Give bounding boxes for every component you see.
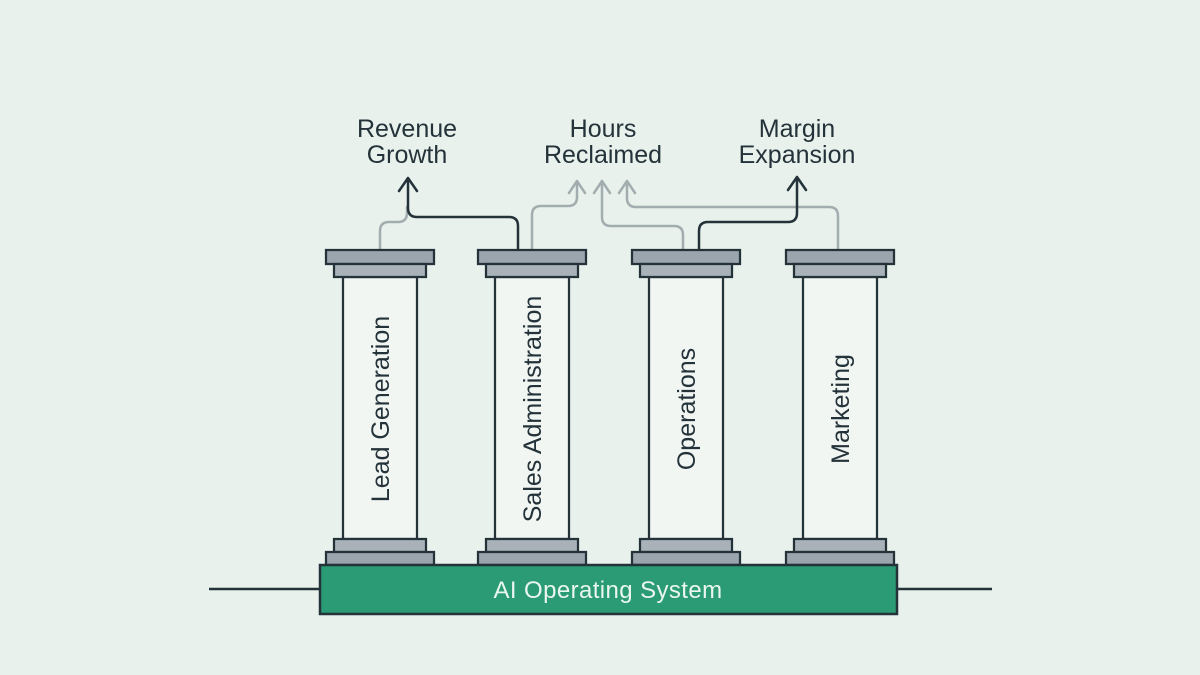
hours-reclaimed-right-arrow-icon (617, 179, 637, 195)
pillar-lead-generation-base-lower (324, 550, 436, 567)
hours-reclaimed-middle-arrow-icon (592, 179, 612, 195)
pillar-operations-base-lower (630, 550, 742, 567)
pillar-marketing-base-lower (784, 550, 896, 567)
flow-sales-administration-to-revenue-growth (406, 179, 520, 254)
foundation-bar-label: AI Operating System (493, 577, 722, 604)
pillar-sales-administration-base-upper (484, 537, 580, 554)
pillar-sales-administration-shaft (493, 275, 571, 541)
outcome-revenue-growth-line1: Revenue (357, 115, 457, 143)
pillar-operations-base-upper (638, 537, 734, 554)
pillar-operations-label: Operations (673, 348, 701, 470)
pillar-marketing-base-upper (792, 537, 888, 554)
flow-sales-administration-to-hours-reclaimed (530, 180, 579, 254)
outcome-revenue-growth-line2: Growth (367, 141, 448, 169)
outcome-margin-expansion-line1: Margin (759, 115, 835, 143)
pillar-sales-administration-capital-lower (484, 262, 580, 279)
pillar-lead-generation-base-upper (332, 537, 428, 554)
flow-lead-generation-to-revenue-growth (378, 205, 409, 254)
pillar-sales-administration-capital-top (476, 248, 588, 266)
pillar-marketing-label: Marketing (827, 354, 855, 464)
pillar-marketing: Marketing (784, 248, 896, 567)
pillar-operations: Operations (630, 248, 742, 567)
pillar-lead-generation: Lead Generation (324, 248, 436, 567)
pillar-operations-capital-top (630, 248, 742, 266)
pillar-operations-capital-lower (638, 262, 734, 279)
outcome-revenue-growth: Revenue Growth (357, 115, 457, 169)
pillar-operations-shaft (647, 275, 725, 541)
flow-operations-to-margin-expansion (697, 178, 799, 254)
pillar-lead-generation-capital-lower (332, 262, 428, 279)
hours-reclaimed-left-arrow-icon (567, 179, 587, 195)
outcome-margin-expansion-line2: Expansion (739, 141, 856, 169)
outcome-hours-reclaimed: Hours Reclaimed (544, 115, 662, 169)
outcome-margin-expansion: Margin Expansion (739, 115, 856, 169)
outcome-hours-reclaimed-line2: Reclaimed (544, 141, 662, 169)
foundation-bar-rect (318, 563, 899, 616)
pillar-sales-administration-base-lower (476, 550, 588, 567)
pillar-sales-administration-label: Sales Administration (519, 296, 547, 523)
foundation-bar: AI Operating System (318, 563, 899, 616)
pillar-lead-generation-label: Lead Generation (367, 316, 395, 502)
pillar-marketing-capital-lower (792, 262, 888, 279)
pillar-sales-administration: Sales Administration (476, 248, 588, 567)
pillar-lead-generation-capital-top (324, 248, 436, 266)
pillar-marketing-capital-top (784, 248, 896, 266)
revenue-growth-arrow-icon (397, 176, 419, 193)
flow-operations-to-hours-reclaimed (600, 180, 685, 254)
margin-expansion-arrow-icon (786, 175, 808, 192)
outcome-hours-reclaimed-line1: Hours (570, 115, 637, 143)
flow-marketing-to-hours-reclaimed (625, 180, 840, 254)
